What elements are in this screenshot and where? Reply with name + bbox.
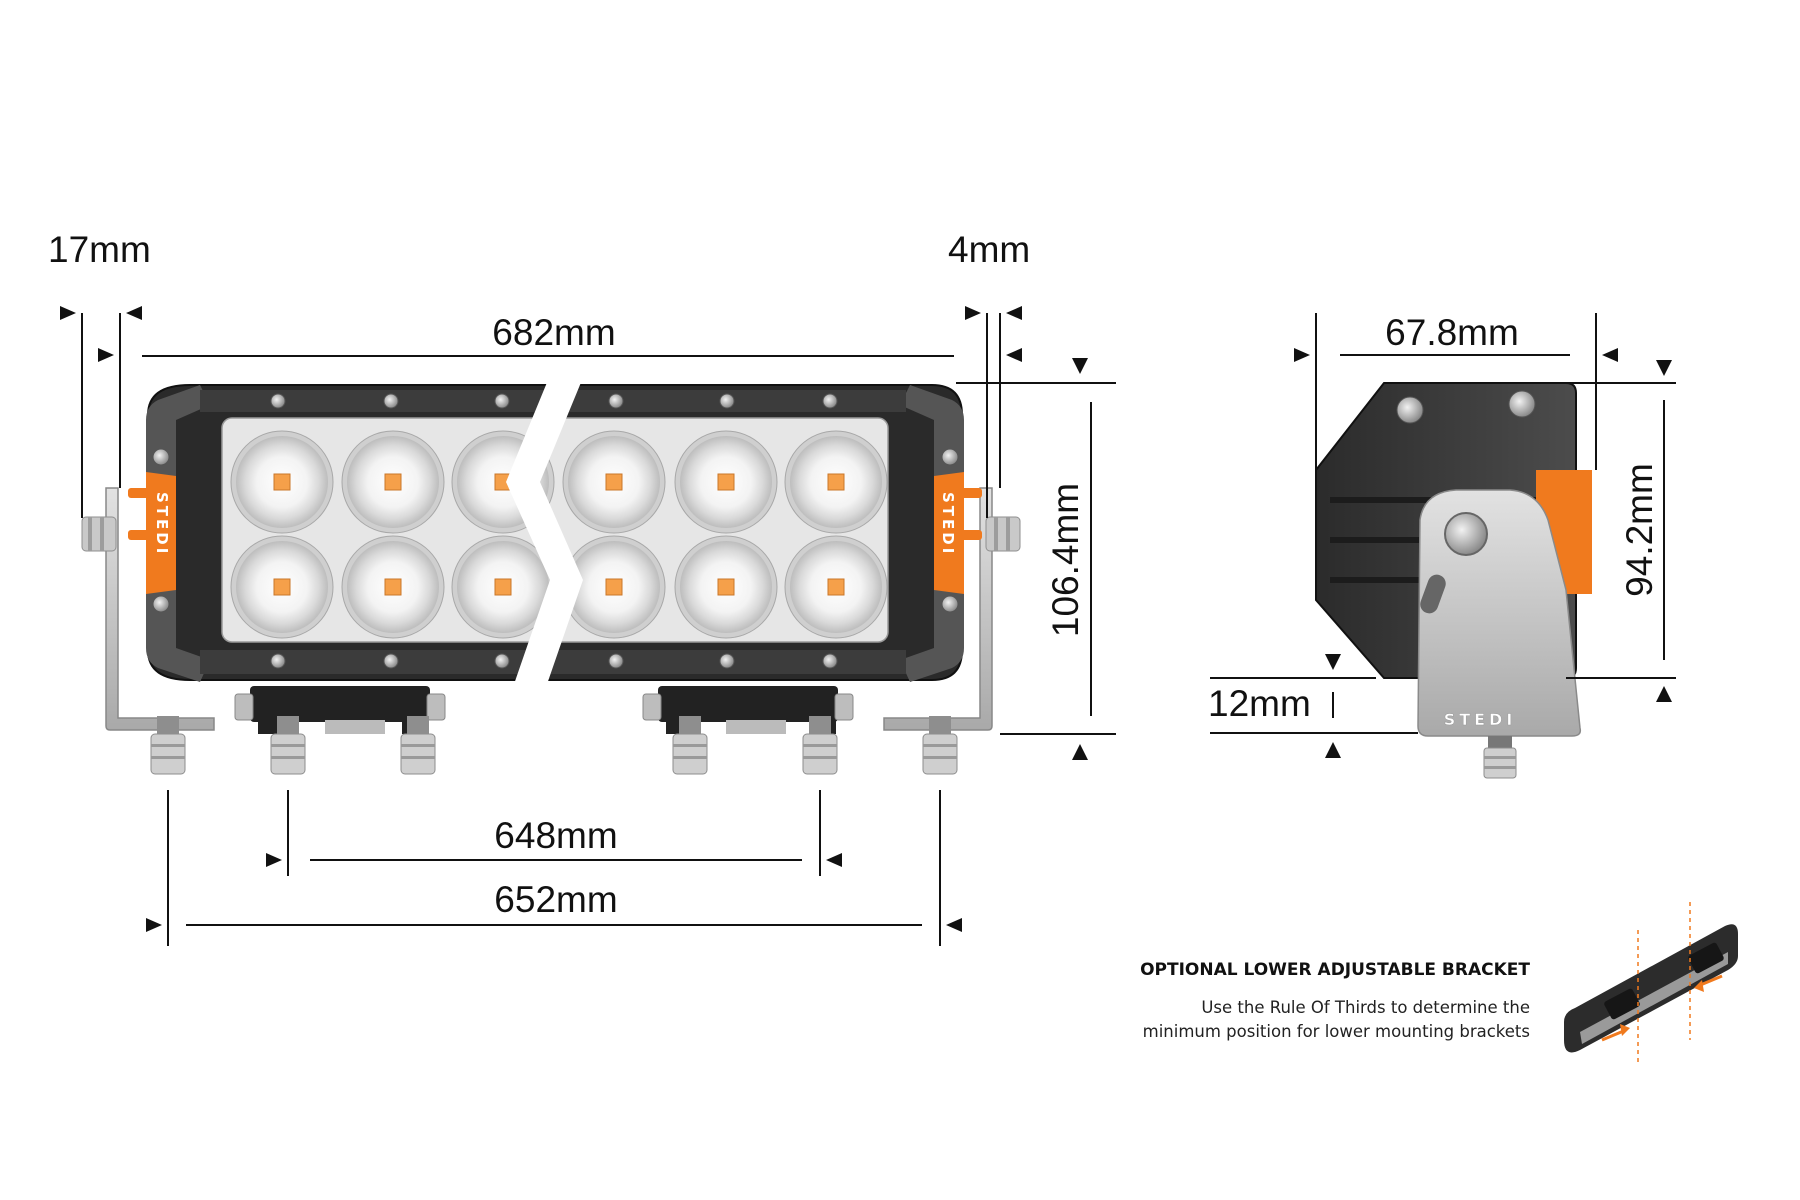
mini-bracket-left <box>1604 988 1640 1020</box>
led-chip <box>717 578 735 596</box>
dim-right-offset-label: 4mm <box>948 229 1030 270</box>
mount-bolt <box>922 716 958 775</box>
dim-outer-mount-label: 652mm <box>494 879 617 920</box>
left-brand-label: STEDI <box>153 492 171 556</box>
left-side-bracket <box>105 487 215 731</box>
mount-bolt-thread <box>401 756 435 759</box>
mount-bolt-nut <box>922 733 958 775</box>
left-side-bolt <box>81 516 117 552</box>
led-chip <box>273 578 291 596</box>
dim-depth-label: 67.8mm <box>1385 312 1519 353</box>
dim-inner-mount-label: 648mm <box>494 815 617 856</box>
bracket-note-line-1: Use the Rule Of Thirds to determine the <box>1201 998 1530 1017</box>
mount-bolt-stem <box>929 716 951 734</box>
dim-bracket-offset-label: 12mm <box>1208 683 1311 724</box>
mount-bolt-nut <box>672 733 708 775</box>
mount-bolt-thread <box>803 756 837 759</box>
bracket-note-title: OPTIONAL LOWER ADJUSTABLE BRACKET <box>1140 960 1530 980</box>
led-chip <box>273 473 291 491</box>
mount-bolt <box>270 716 306 775</box>
mount-bolt-thread <box>803 744 837 747</box>
mini-bar-lens <box>1580 952 1728 1044</box>
dim-side-height-label: 94.2mm <box>1619 463 1660 597</box>
side-view: STEDI <box>1315 382 1592 779</box>
dim-left-offset-label: 17mm <box>48 229 151 270</box>
mount-bolt-thread <box>401 744 435 747</box>
dim-height-label: 106.4mm <box>1045 483 1086 637</box>
mount-bolt-thread <box>673 756 707 759</box>
mount-bolt-thread <box>271 744 305 747</box>
mounting-bolts <box>150 716 958 775</box>
mount-bolt-thread <box>151 744 185 747</box>
mini-bracket-right <box>1688 942 1724 974</box>
mount-bolt <box>802 716 838 775</box>
mount-bolt-nut <box>802 733 838 775</box>
front-dimension-labels: 17mm 4mm 682mm 106.4mm 648mm 652mm <box>48 229 1086 920</box>
led-chip <box>605 473 623 491</box>
led-chip <box>494 578 512 596</box>
led-chip <box>827 473 845 491</box>
mount-bolt-stem <box>277 716 299 734</box>
mount-bolt-nut <box>270 733 306 775</box>
mount-bolt-stem <box>679 716 701 734</box>
side-bracket-slot <box>1420 574 1446 614</box>
led-chip <box>384 473 402 491</box>
mount-bolt-stem <box>809 716 831 734</box>
right-brand-label: STEDI <box>939 492 957 556</box>
mount-bolt-thread <box>673 744 707 747</box>
side-screw-top-right <box>1508 390 1536 418</box>
dim-overall-width-label: 682mm <box>492 312 615 353</box>
led-grid <box>230 430 888 639</box>
mount-bolt-thread <box>923 744 957 747</box>
mount-bolt <box>400 716 436 775</box>
front-dimensions <box>81 313 1116 946</box>
led-chip <box>827 578 845 596</box>
side-brand-label: STEDI <box>1444 710 1517 729</box>
led-chip <box>717 473 735 491</box>
side-dimension-arrows <box>1294 348 1672 758</box>
led-chip <box>605 578 623 596</box>
bracket-note-body: Use the Rule Of Thirds to determine the … <box>1030 996 1530 1044</box>
adjust-arrow-left-head <box>1620 1024 1630 1036</box>
side-screw-top-left <box>1396 396 1424 424</box>
adjust-arrow-right-head <box>1694 980 1704 992</box>
mount-bolt-stem <box>407 716 429 734</box>
side-mount-bolt <box>1483 736 1517 779</box>
mount-bolt-thread <box>271 756 305 759</box>
mount-bolt-nut <box>400 733 436 775</box>
bracket-illustration <box>1564 902 1738 1066</box>
led-chip <box>384 578 402 596</box>
right-side-bolt <box>985 516 1021 552</box>
front-dimension-arrows <box>60 306 1088 932</box>
side-dimension-labels: 67.8mm 94.2mm 12mm <box>1208 312 1660 724</box>
mount-bolt <box>672 716 708 775</box>
housing-screws <box>152 393 959 669</box>
side-bracket-bolt <box>1444 512 1488 556</box>
length-break-marker <box>506 380 583 690</box>
mount-bolt-nut <box>150 733 186 775</box>
mount-bolt-stem <box>157 716 179 734</box>
right-side-bracket <box>883 487 993 731</box>
right-brand-badge: STEDI <box>934 472 982 594</box>
left-brand-badge: STEDI <box>128 472 176 594</box>
mount-bolt-thread <box>923 756 957 759</box>
side-dimensions <box>1210 313 1676 734</box>
mount-bolt-thread <box>151 756 185 759</box>
mount-bolt <box>150 716 186 775</box>
front-view: STEDI STEDI <box>81 380 1021 775</box>
bracket-note-line-2: minimum position for lower mounting brac… <box>1142 1022 1530 1041</box>
